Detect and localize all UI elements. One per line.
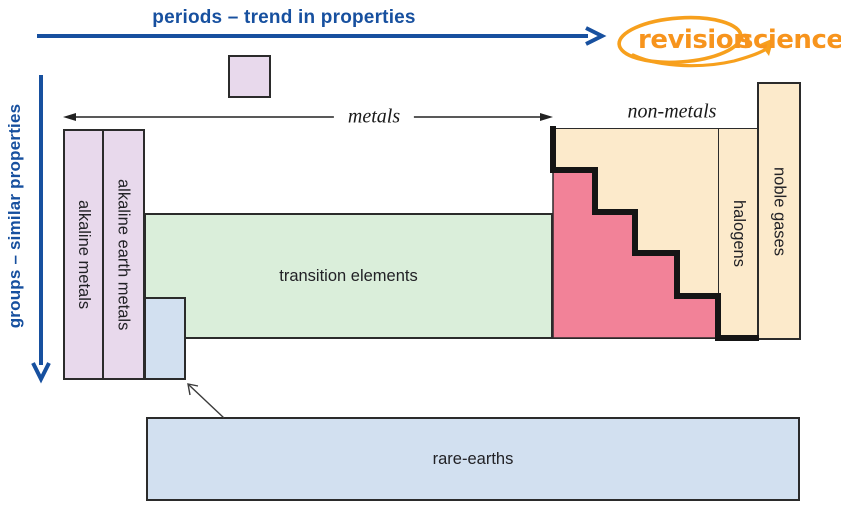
- alkaline-metals-column: alkaline metals: [63, 129, 104, 380]
- groups-axis-label: groups – similar properties: [5, 103, 24, 329]
- alkaline-earth-metals-label: alkaline earth metals: [114, 178, 133, 331]
- logo-word-revision: revision: [638, 25, 752, 55]
- periods-right-arrow: [37, 26, 607, 46]
- logo-word-science: science: [738, 25, 841, 55]
- swoosh-arrowhead-icon: [760, 38, 774, 56]
- down-arrowhead-icon: [31, 362, 51, 384]
- alkaline-earth-metals-column: alkaline earth metals: [101, 129, 145, 380]
- rare-earths-region: rare-earths: [146, 417, 800, 501]
- right-arrowhead-icon: [540, 113, 553, 121]
- alkaline-metals-label: alkaline metals: [75, 199, 93, 310]
- rare-earths-pointer-arrow: [187, 383, 225, 419]
- groups-down-arrow: [31, 75, 51, 384]
- periods-axis-label: periods – trend in properties: [152, 7, 416, 28]
- metals-span-arrow: [63, 113, 553, 121]
- logo-oval-and-swoosh-icon: [617, 15, 774, 68]
- right-arrowhead-icon: [585, 26, 607, 46]
- rare-earths-label: rare-earths: [432, 449, 514, 468]
- non-metals-category-label: non-metals: [627, 100, 717, 123]
- element-cell-square: [228, 55, 271, 98]
- left-arrowhead-icon: [63, 113, 76, 121]
- noble-gases-label: noble gases: [770, 166, 789, 256]
- up-left-arrowhead-icon: [187, 383, 199, 396]
- rare-earths-slot: [144, 297, 186, 380]
- transition-elements-label: transition elements: [279, 266, 418, 285]
- non-metals-region: [553, 128, 719, 339]
- noble-gases-column: noble gases: [757, 82, 801, 340]
- halogens-column: halogens: [718, 128, 759, 339]
- transition-elements-region: transition elements: [144, 213, 553, 339]
- revision-science-logo[interactable]: revision science: [616, 10, 841, 70]
- halogens-label: halogens: [730, 200, 748, 267]
- metals-category-label: metals: [333, 105, 415, 129]
